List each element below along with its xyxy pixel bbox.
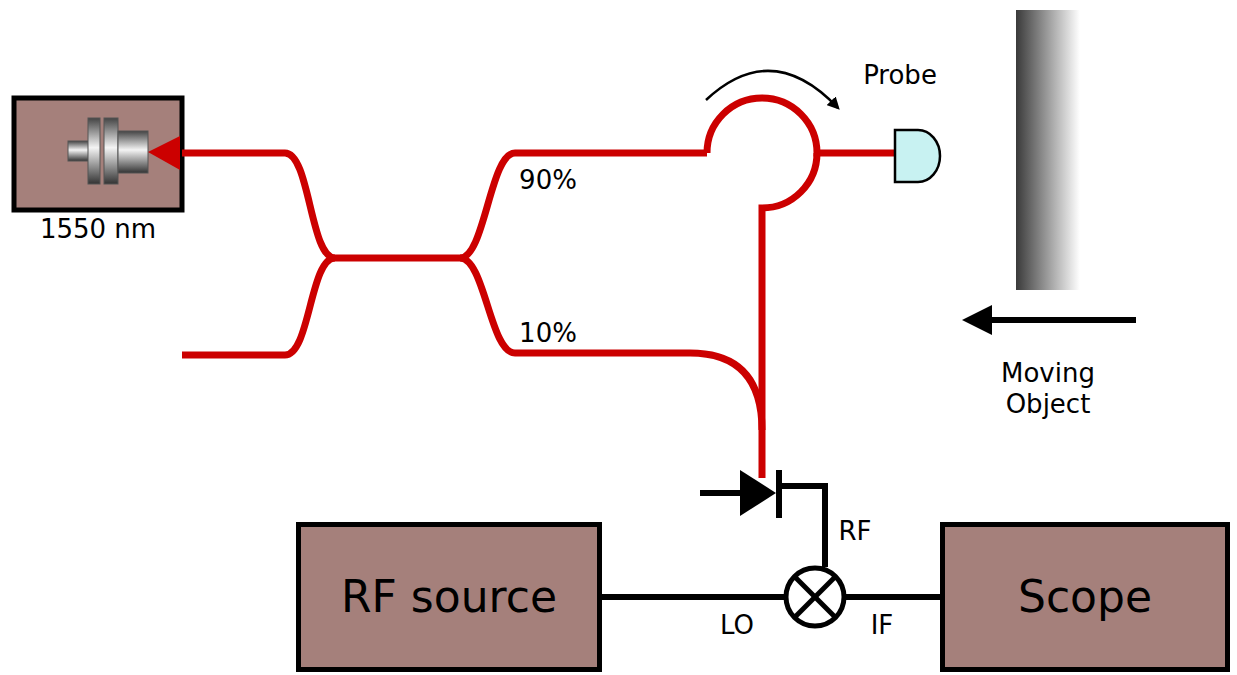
fiber-reference-arm (460, 258, 762, 430)
wavelength-label: 1550 nm (40, 214, 156, 245)
moving-object (1016, 10, 1080, 290)
port-label: IF (871, 610, 894, 641)
box-title: RF source (341, 573, 557, 621)
optical-fiber (182, 98, 895, 478)
fiber-laser-to-circulator (182, 153, 707, 258)
circulator-return (762, 153, 817, 478)
circulator-top (707, 98, 895, 153)
circulator-arrow (706, 71, 838, 108)
laser-source (14, 98, 182, 210)
port-label: RF (838, 516, 871, 547)
fiber-unused-input (182, 258, 335, 355)
motion-arrow (968, 317, 1136, 323)
rf-source-box: RF source (296, 522, 602, 672)
split-ratio-label: 90% (519, 165, 577, 196)
probe-lens (895, 130, 940, 182)
port-label: LO (720, 610, 754, 641)
scope-box: Scope (940, 522, 1230, 672)
photodiode (700, 470, 825, 567)
split-ratio-label: 10% (519, 318, 577, 349)
object-label: Moving Object (983, 358, 1113, 420)
box-title: Scope (1018, 573, 1152, 621)
probe-label: Probe (863, 60, 937, 91)
